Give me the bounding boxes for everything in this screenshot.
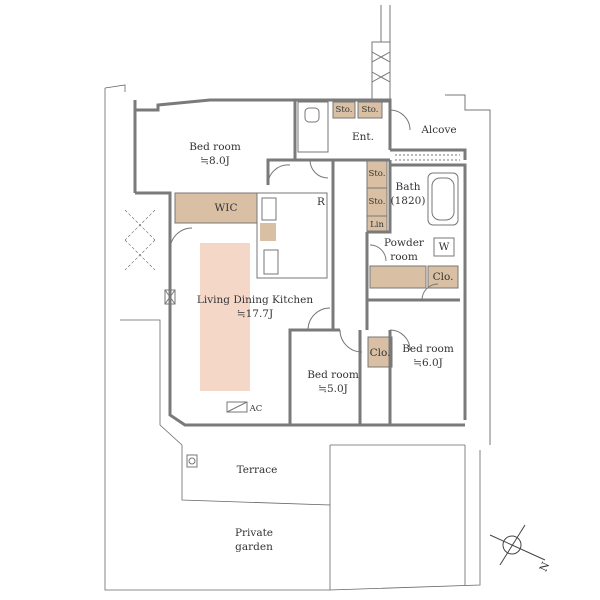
sto1-label: Sto. bbox=[335, 105, 353, 115]
bedroom-e-label: Bed room ≒6.0J bbox=[398, 342, 458, 370]
bath-size: (1820) bbox=[390, 195, 426, 207]
ldk-area: ≒17.7J bbox=[236, 308, 274, 320]
clo1-label: Clo. bbox=[432, 271, 454, 283]
clo2-label: Clo. bbox=[369, 347, 391, 359]
ldk-label: Living Dining Kitchen ≒17.7J bbox=[190, 293, 320, 321]
bedroom-e-area: ≒6.0J bbox=[413, 357, 443, 369]
bedroom-s-area: ≒5.0J bbox=[318, 383, 348, 395]
terrace-label: Terrace bbox=[236, 464, 278, 476]
wic-label: WIC bbox=[214, 202, 238, 214]
sto3-label: Sto. bbox=[368, 169, 386, 179]
garden-label: Private garden bbox=[224, 526, 284, 554]
bedroom-s-label: Bed room ≒5.0J bbox=[302, 368, 364, 396]
bedroom-nw-name: Bed room bbox=[189, 141, 241, 153]
powder-label: Powder room bbox=[384, 236, 424, 264]
garden-name2: garden bbox=[235, 541, 273, 553]
sto2-area bbox=[357, 101, 383, 119]
ldk-name: Living Dining Kitchen bbox=[196, 294, 314, 306]
fridge-label: R bbox=[317, 196, 325, 208]
bedroom-e-name: Bed room bbox=[402, 343, 454, 355]
garden-name: Private bbox=[234, 527, 274, 539]
powder-name2: room bbox=[390, 251, 418, 263]
ac-label: AC bbox=[249, 404, 263, 414]
bath-name: Bath bbox=[395, 181, 421, 193]
ldk-floor bbox=[200, 243, 250, 391]
kitchen-sink-counter bbox=[260, 223, 276, 241]
washer-label: W bbox=[438, 241, 450, 253]
sto2-label: Sto. bbox=[361, 105, 379, 115]
clo2-area bbox=[367, 336, 393, 368]
bedroom-s-name: Bed room bbox=[307, 369, 359, 381]
compass-icon bbox=[489, 524, 546, 566]
clo1-area bbox=[427, 265, 459, 289]
counter bbox=[369, 265, 427, 289]
bath-label: Bath (1820) bbox=[390, 180, 426, 208]
entrance-label: Ent. bbox=[352, 131, 374, 143]
sto1-area bbox=[332, 101, 356, 119]
alcove-label: Alcove bbox=[421, 124, 457, 136]
sto4-label: Sto. bbox=[368, 197, 386, 207]
bedroom-nw-label: Bed room ≒8.0J bbox=[180, 140, 250, 168]
bedroom-nw-area: ≒8.0J bbox=[200, 155, 230, 167]
lin-label: Lin bbox=[370, 220, 384, 230]
powder-name: Powder bbox=[384, 237, 424, 249]
